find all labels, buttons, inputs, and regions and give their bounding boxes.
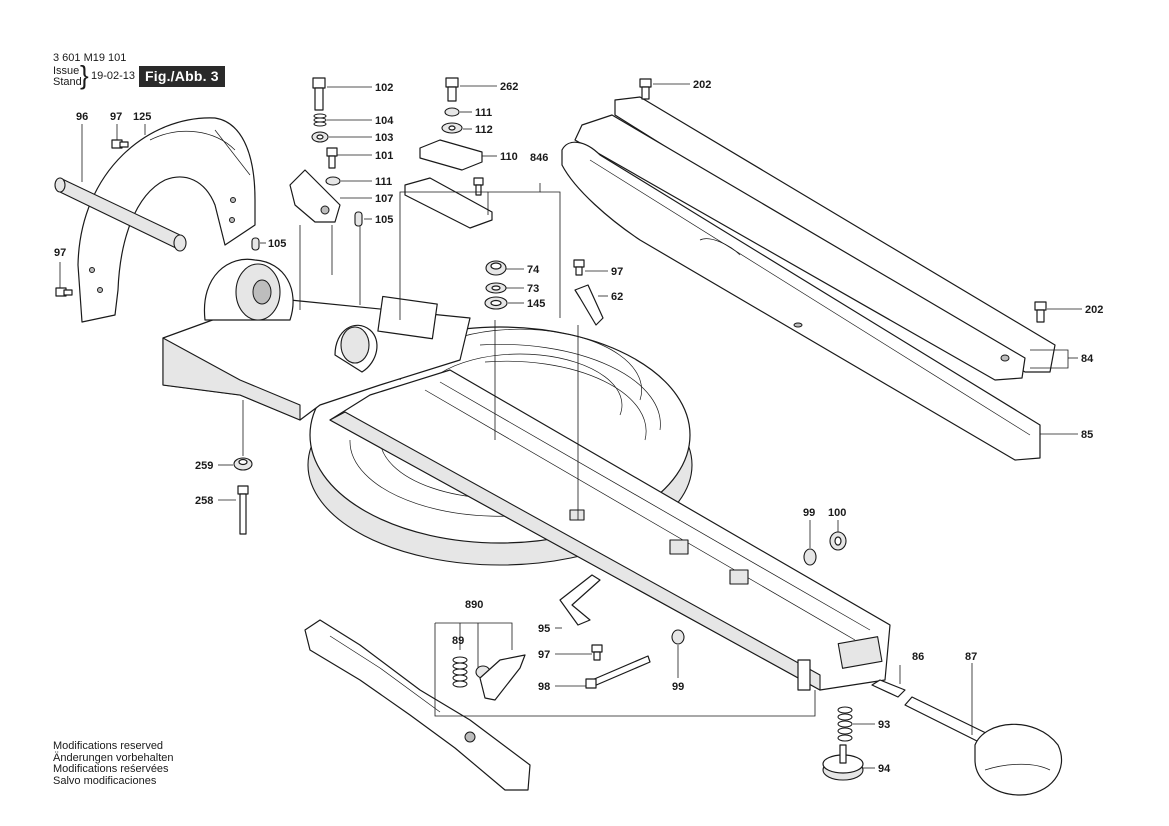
note-en: Modifications reserved xyxy=(53,740,164,752)
washer-112 xyxy=(441,122,463,134)
callout-87: 87 xyxy=(965,651,977,663)
screw-97c xyxy=(573,259,585,276)
callout-97: 97 xyxy=(538,649,550,661)
screw-202a xyxy=(639,78,652,100)
washer-73 xyxy=(485,282,507,294)
callout-258: 258 xyxy=(195,495,213,507)
nut-100 xyxy=(829,531,847,551)
callout-112: 112 xyxy=(475,124,493,136)
callout-89: 89 xyxy=(452,635,464,647)
callout-890: 890 xyxy=(465,599,483,611)
callout-73: 73 xyxy=(527,283,539,295)
brace-glyph: } xyxy=(80,60,89,90)
modifications-note: Modifications reserved Änderungen vorbeh… xyxy=(53,740,174,787)
washer-145 xyxy=(484,296,508,310)
callout-102: 102 xyxy=(375,82,393,94)
callout-202: 202 xyxy=(1085,304,1103,316)
callout-97: 97 xyxy=(54,247,66,259)
callout-labels: 96 97 125 97 102 104 103 101 111 107 105… xyxy=(54,79,1103,775)
callout-93: 93 xyxy=(878,719,890,731)
callout-98: 98 xyxy=(538,681,550,693)
pin-105a xyxy=(354,211,363,227)
callout-100: 100 xyxy=(828,507,846,519)
callout-103: 103 xyxy=(375,132,393,144)
bolt-262 xyxy=(445,77,459,102)
nut-74 xyxy=(485,260,507,276)
callout-96: 96 xyxy=(76,111,88,123)
callout-86: 86 xyxy=(912,651,924,663)
note-de: Änderungen vorbehalten xyxy=(53,751,174,764)
callout-94: 94 xyxy=(878,763,891,775)
callout-101: 101 xyxy=(375,150,393,162)
issue-label: Issue xyxy=(53,65,80,77)
rail-assembly xyxy=(561,96,1056,461)
shaft-86 xyxy=(871,679,906,698)
doc-number: 3 601 M19 101 xyxy=(53,52,127,64)
screw-202b xyxy=(1034,301,1047,323)
plate-110 xyxy=(419,139,483,171)
callout-259: 259 xyxy=(195,460,213,472)
screw-97b xyxy=(55,287,73,297)
knob-94 xyxy=(822,744,864,781)
plate-846 xyxy=(404,177,493,229)
callout-62: 62 xyxy=(611,291,623,303)
screw-97d xyxy=(591,644,603,661)
callout-125: 125 xyxy=(133,111,151,123)
handle-bar xyxy=(304,619,531,791)
callout-85: 85 xyxy=(1081,429,1093,441)
pin-105b xyxy=(251,237,260,251)
callout-107: 107 xyxy=(375,193,393,205)
spring-104 xyxy=(313,113,327,127)
bolt-101 xyxy=(326,147,338,169)
callout-97: 97 xyxy=(611,266,623,278)
callout-104: 104 xyxy=(375,115,394,127)
miter-arm xyxy=(329,369,891,691)
latch-890 xyxy=(475,654,526,701)
issue-date: 19-02-13 xyxy=(91,70,136,82)
leader-lines xyxy=(59,83,1082,769)
spring-93 xyxy=(837,706,853,742)
knob-87 xyxy=(904,696,1063,796)
callout-262: 262 xyxy=(500,81,518,93)
callout-105: 105 xyxy=(268,238,286,250)
bracket-62 xyxy=(574,284,604,326)
base-frame xyxy=(162,258,471,421)
clamp-107 xyxy=(289,169,341,223)
washer-103 xyxy=(311,131,329,143)
spring-89 xyxy=(452,656,468,688)
callout-99: 99 xyxy=(672,681,684,693)
rod-98 xyxy=(585,655,651,689)
callout-105: 105 xyxy=(375,214,393,226)
washer-111b xyxy=(444,107,460,117)
nut-259 xyxy=(233,457,253,471)
figure-badge: Fig./Abb. 3 xyxy=(139,66,225,87)
bolt-102 xyxy=(312,77,326,111)
washer-111a xyxy=(325,176,341,186)
callout-110: 110 xyxy=(500,151,518,163)
note-fr: Modifications reśervées xyxy=(53,763,169,775)
callout-99: 99 xyxy=(803,507,815,519)
screw-small xyxy=(473,177,484,196)
note-es: Salvo modificaciones xyxy=(53,774,157,787)
callout-84: 84 xyxy=(1081,353,1094,365)
bracket-95 xyxy=(559,574,601,626)
callout-111: 111 xyxy=(375,176,392,188)
screw-97a xyxy=(111,139,129,149)
callout-111: 111 xyxy=(475,107,492,119)
bolt-258 xyxy=(237,485,249,535)
callout-846: 846 xyxy=(530,152,548,164)
callout-95: 95 xyxy=(538,623,550,635)
washer-99a xyxy=(803,548,817,566)
stand-label: Stand xyxy=(53,76,82,88)
callout-74: 74 xyxy=(527,264,540,276)
callout-145: 145 xyxy=(527,298,545,310)
washer-99b xyxy=(671,629,685,645)
blade-guard xyxy=(54,117,256,323)
callout-97: 97 xyxy=(110,111,122,123)
callout-202: 202 xyxy=(693,79,711,91)
